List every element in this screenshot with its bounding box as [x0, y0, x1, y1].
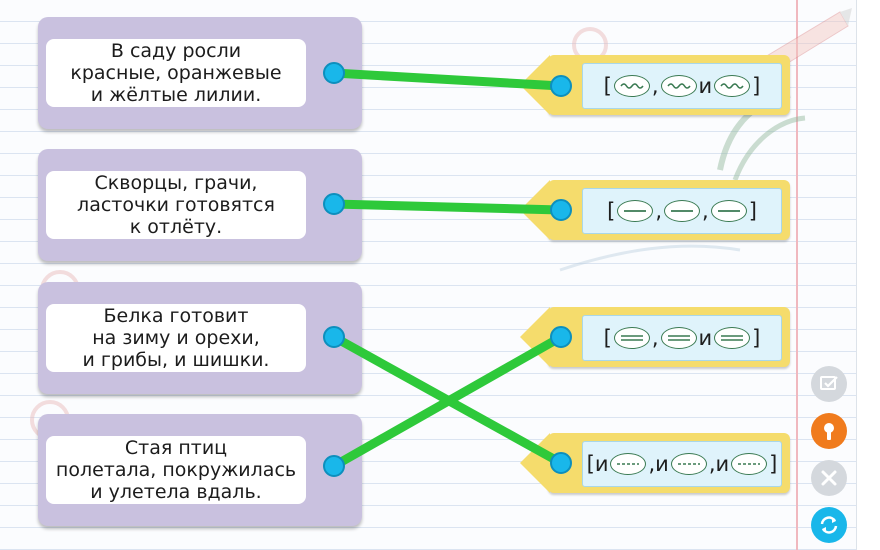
scheme-formula-4: [и ,и ,и] — [582, 441, 782, 487]
homogeneous-member-oval-double — [660, 327, 697, 349]
sentence-text-4: Стая птиц полетала, покружилась и улетел… — [46, 436, 306, 504]
homogeneous-member-oval-dashed — [610, 453, 647, 475]
sentence-1-connector-dot[interactable] — [323, 62, 345, 84]
refresh-button[interactable] — [811, 507, 847, 543]
clear-button[interactable] — [811, 460, 847, 496]
homogeneous-member-oval-wavy — [660, 75, 697, 97]
homogeneous-member-oval-single — [617, 200, 654, 222]
scheme-formula-2: [,,] — [582, 188, 782, 234]
scheme-symbol: , — [651, 74, 659, 98]
scheme-symbol: ] — [752, 326, 761, 350]
scheme-symbol: и — [698, 326, 713, 350]
show-answer-button[interactable] — [811, 413, 847, 449]
scheme-4-connector-dot[interactable] — [550, 452, 572, 474]
scheme-symbol: и — [698, 74, 713, 98]
homogeneous-member-oval-dashed — [670, 453, 707, 475]
connector-line-2 — [329, 199, 566, 215]
sentence-card-4[interactable]: Стая птиц полетала, покружилась и улетел… — [38, 414, 362, 526]
scheme-symbol: [ — [603, 74, 612, 98]
sentence-2-connector-dot[interactable] — [323, 193, 345, 215]
homogeneous-member-oval-wavy — [613, 75, 650, 97]
notebook-margin-line — [796, 0, 798, 550]
scheme-symbol: ,и — [648, 452, 669, 476]
scheme-symbol: , — [651, 326, 659, 350]
scheme-symbol: [ — [603, 326, 612, 350]
scheme-formula-3: [, и] — [582, 315, 782, 361]
sentence-text-2: Скворцы, грачи, ласточки готовятся к отл… — [46, 171, 306, 239]
homogeneous-member-oval-dashed — [731, 453, 768, 475]
scheme-symbol: ] — [752, 74, 761, 98]
close-icon — [821, 470, 837, 486]
scheme-symbol: [ — [607, 199, 616, 223]
sentence-3-connector-dot[interactable] — [323, 326, 345, 348]
scheme-symbol: ] — [748, 199, 757, 223]
scheme-symbol: , — [702, 199, 709, 223]
connector-line-4 — [329, 332, 566, 471]
scheme-symbol: ,и — [708, 452, 730, 476]
refresh-icon — [811, 507, 847, 543]
scheme-symbol: ] — [769, 452, 778, 476]
homogeneous-member-oval-single — [710, 200, 747, 222]
scheme-tag-2[interactable]: [,,] — [520, 180, 790, 240]
connector-line-1 — [329, 68, 566, 91]
scheme-formula-1: [, и] — [582, 63, 782, 109]
homogeneous-member-oval-wavy — [714, 75, 751, 97]
keyhole-lock-icon — [811, 413, 847, 449]
sentence-text-3: Белка готовит на зиму и орехи, и грибы, … — [46, 304, 306, 372]
scheme-2-connector-dot[interactable] — [550, 199, 572, 221]
sentence-4-connector-dot[interactable] — [323, 455, 345, 477]
sentence-card-3[interactable]: Белка готовит на зиму и орехи, и грибы, … — [38, 282, 362, 394]
homogeneous-member-oval-double — [613, 327, 650, 349]
scheme-1-connector-dot[interactable] — [550, 75, 572, 97]
scheme-symbol: [и — [586, 452, 609, 476]
check-answer-button[interactable] — [811, 366, 847, 402]
edit-check-icon — [820, 376, 838, 390]
scheme-tag-1[interactable]: [, и] — [520, 55, 790, 115]
homogeneous-member-oval-single — [664, 200, 700, 222]
scheme-symbol: , — [655, 199, 662, 223]
sentence-card-1[interactable]: В саду росли красные, оранжевые и жёлтые… — [38, 17, 362, 129]
notebook-right-strip — [856, 0, 880, 550]
sentence-text-1: В саду росли красные, оранжевые и жёлтые… — [46, 39, 306, 107]
sentence-card-2[interactable]: Скворцы, грачи, ласточки готовятся к отл… — [38, 149, 362, 261]
scheme-tag-4[interactable]: [и ,и ,и] — [520, 433, 790, 493]
scheme-3-connector-dot[interactable] — [550, 326, 572, 348]
homogeneous-member-oval-double — [714, 327, 751, 349]
